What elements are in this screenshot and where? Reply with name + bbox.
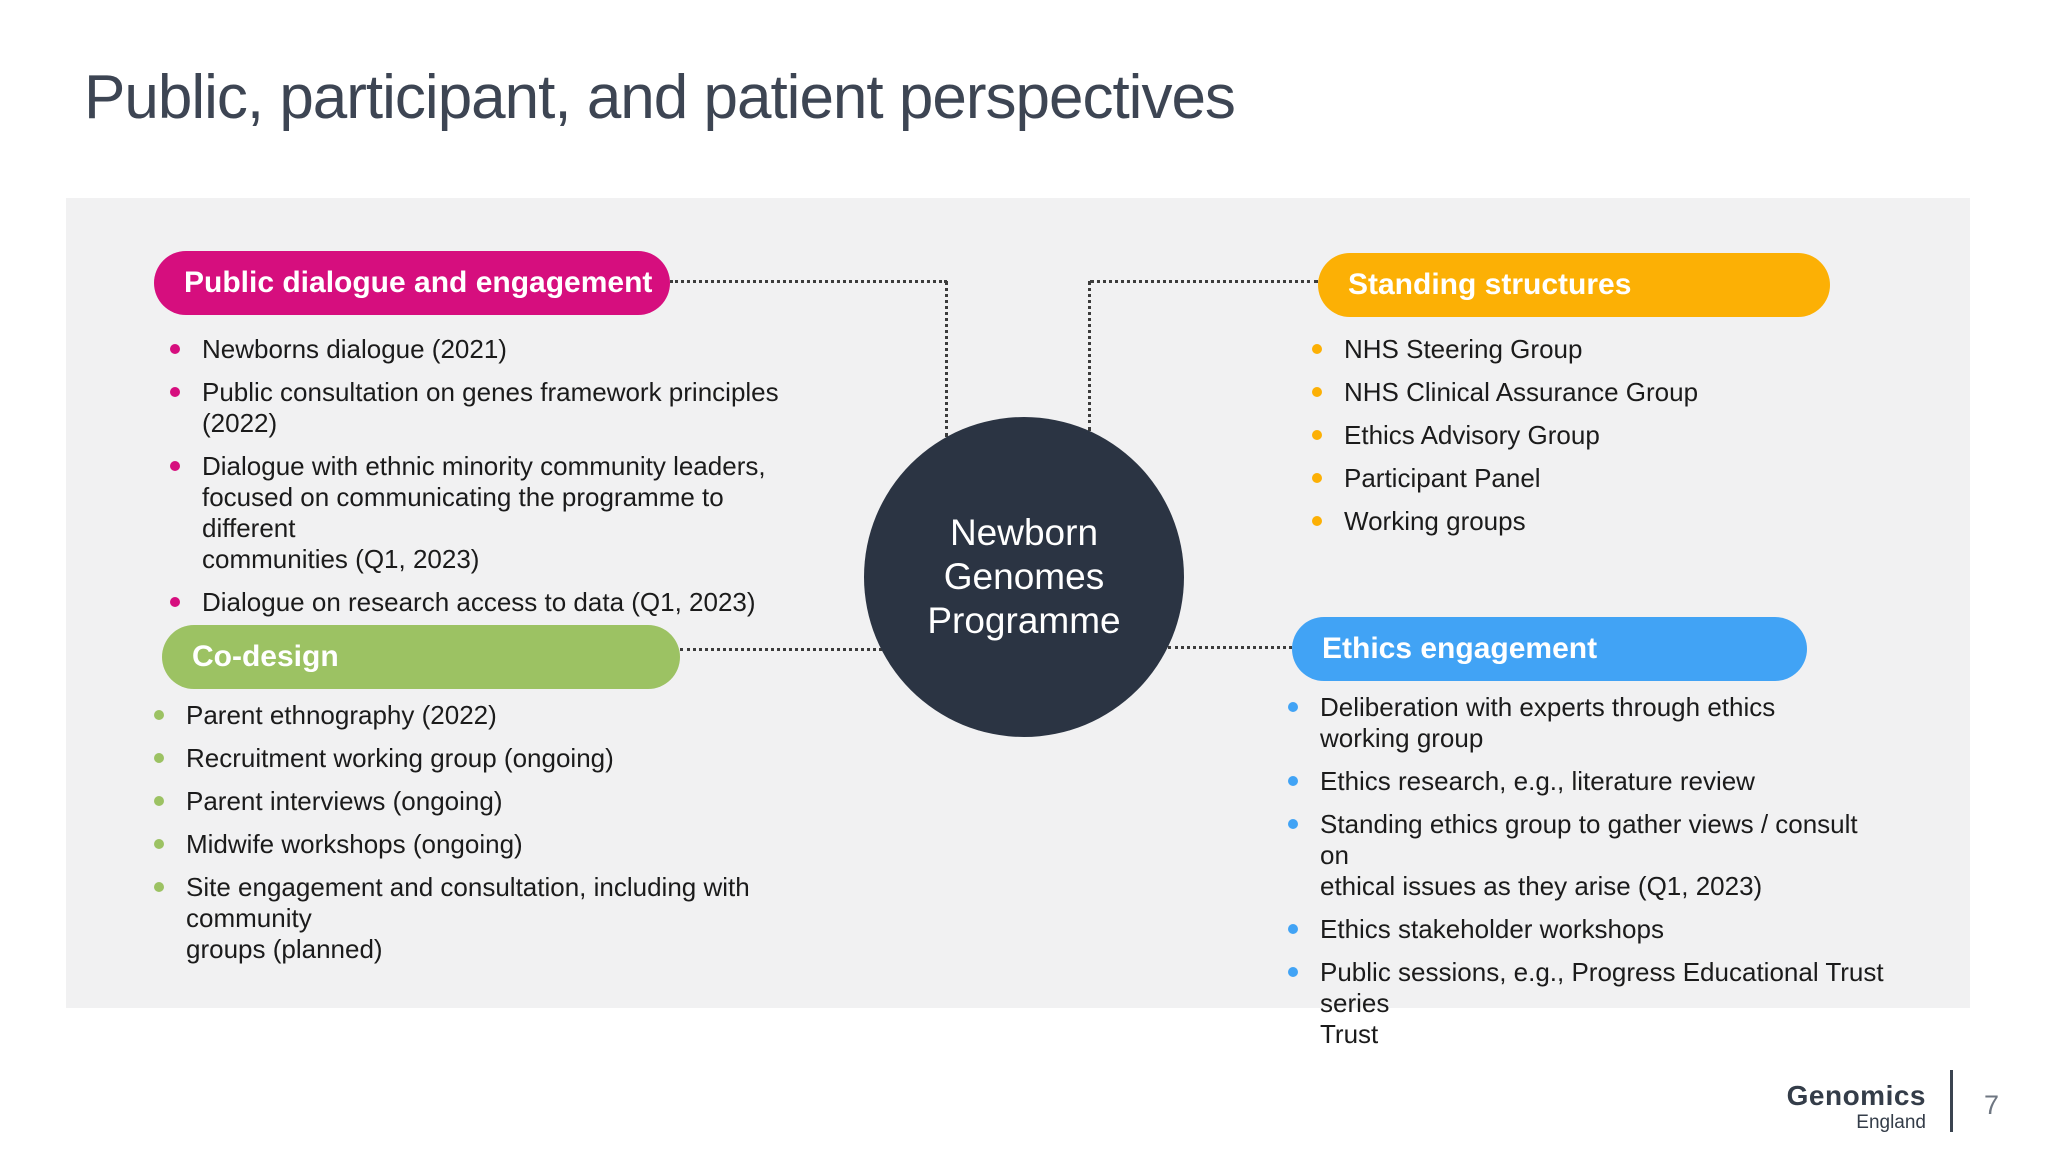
bullet-dot (154, 882, 164, 892)
bullet-dot (1312, 516, 1322, 526)
connector-standing-horizontal (1090, 280, 1318, 283)
bullet-dot (1288, 819, 1298, 829)
logo-text-england: England (1856, 1112, 1926, 1133)
list-item: Site engagement and consultation, includ… (150, 872, 830, 965)
bullet-dot (170, 344, 180, 354)
list-item: Midwife workshops (ongoing) (150, 829, 830, 860)
bullet-dot (1288, 967, 1298, 977)
connector-public-horizontal (670, 280, 947, 283)
center-circle: Newborn Genomes Programme (864, 417, 1184, 737)
bullet-dot (154, 839, 164, 849)
list-item: Ethics stakeholder workshops (1284, 914, 1884, 945)
list-item: Ethics Advisory Group (1308, 420, 1908, 451)
page-number: 7 (1984, 1090, 2000, 1120)
connector-public-vertical (945, 281, 948, 437)
list-item: Dialogue with ethnic minority community … (166, 451, 806, 575)
list-item: NHS Steering Group (1308, 334, 1908, 365)
bullet-dot (154, 796, 164, 806)
list-item: Public sessions, e.g., Progress Educatio… (1284, 957, 1884, 1050)
list-item: Deliberation with experts through ethics… (1284, 692, 1884, 754)
list-item: Newborns dialogue (2021) (166, 334, 806, 365)
list-ethics-engagement: Deliberation with experts through ethics… (1284, 692, 1884, 1062)
list-co-design: Parent ethnography (2022) Recruitment wo… (150, 700, 830, 977)
list-item: Recruitment working group (ongoing) (150, 743, 830, 774)
list-item: Standing ethics group to gather views / … (1284, 809, 1884, 902)
bullet-dot (1312, 387, 1322, 397)
slide-title: Public, participant, and patient perspec… (84, 63, 1236, 132)
connector-standing-vertical (1088, 281, 1091, 431)
bullet-dot (170, 461, 180, 471)
bullet-dot (1312, 344, 1322, 354)
pill-ethics-engagement: Ethics engagement (1292, 617, 1807, 681)
list-item: Parent ethnography (2022) (150, 700, 830, 731)
connector-ethics-horizontal (1168, 646, 1292, 649)
footer-divider (1950, 1070, 1953, 1132)
list-public-dialogue: Newborns dialogue (2021) Public consulta… (166, 334, 806, 630)
pill-co-design: Co-design (162, 625, 680, 689)
list-item: Dialogue on research access to data (Q1,… (166, 587, 806, 618)
bullet-dot (1288, 924, 1298, 934)
list-item: Working groups (1308, 506, 1908, 537)
list-item: Public consultation on genes framework p… (166, 377, 806, 439)
list-standing-structures: NHS Steering Group NHS Clinical Assuranc… (1308, 334, 1908, 549)
genomics-england-logo: Genomics England (1760, 1080, 1926, 1133)
bullet-dot (1288, 702, 1298, 712)
list-item: Participant Panel (1308, 463, 1908, 494)
list-item: NHS Clinical Assurance Group (1308, 377, 1908, 408)
bullet-dot (1312, 430, 1322, 440)
bullet-dot (154, 753, 164, 763)
bullet-dot (170, 597, 180, 607)
connector-codesign-horizontal (680, 648, 882, 651)
bullet-dot (1312, 473, 1322, 483)
pill-public-dialogue-and-engagement: Public dialogue and engagement (154, 251, 670, 315)
bullet-dot (170, 387, 180, 397)
list-item: Ethics research, e.g., literature review (1284, 766, 1884, 797)
logo-text-genomics: Genomics (1786, 1080, 1926, 1111)
pill-standing-structures: Standing structures (1318, 253, 1830, 317)
bullet-dot (154, 710, 164, 720)
list-item: Parent interviews (ongoing) (150, 786, 830, 817)
bullet-dot (1288, 776, 1298, 786)
